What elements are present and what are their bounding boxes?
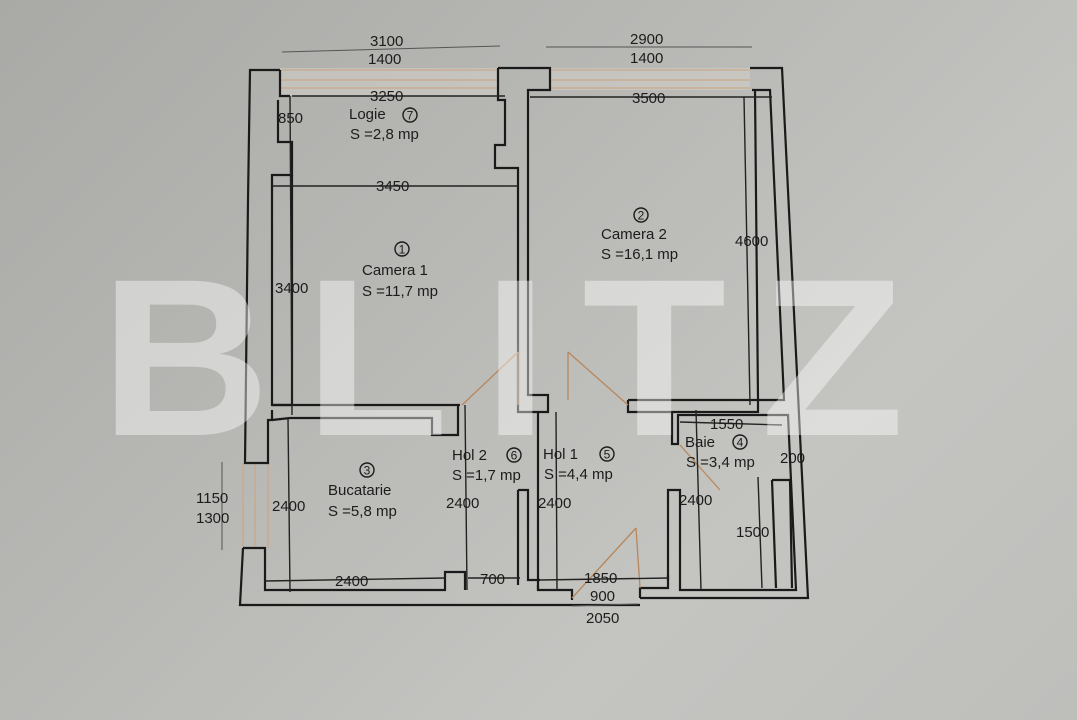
dim-entry-total: 2050	[586, 610, 619, 627]
room-number: 4	[737, 436, 744, 450]
dim-camera1-width: 3450	[376, 178, 409, 195]
room-area: S =4,4 mp	[544, 466, 613, 483]
room-number-circle	[402, 107, 418, 123]
logie-window-left	[280, 68, 498, 96]
room-area: S =2,8 mp	[350, 126, 419, 143]
room-name: Logie	[349, 106, 386, 123]
room-number: 7	[407, 109, 414, 123]
dim-kitchen-window-2: 1300	[196, 510, 229, 527]
room-name: Hol 1	[543, 446, 578, 463]
dim-camera2-width: 3500	[632, 90, 665, 107]
room-area: S =3,4 mp	[686, 454, 755, 471]
room-hol-2: Hol 2 6 S =1,7 mp	[452, 447, 522, 484]
room-number: 2	[638, 209, 645, 223]
walls	[238, 66, 810, 607]
room-area: S =11,7 mp	[362, 283, 438, 300]
dim-baie-inner: 1500	[736, 524, 769, 541]
dim-top-right-window: 1400	[630, 50, 663, 67]
dim-logie-width: 3250	[370, 88, 403, 105]
dim-logie-depth: 850	[278, 110, 303, 127]
dim-kitchen-window-1: 1150	[196, 490, 228, 507]
room-number: 3	[364, 464, 371, 478]
room-number: 1	[399, 243, 406, 257]
room-hol-1: Hol 1 5 S =4,4 mp	[543, 446, 615, 483]
dim-hol1-depth: 2400	[538, 495, 571, 512]
dimension-lines	[221, 45, 783, 607]
dim-camera1-depth: 3400	[275, 280, 308, 297]
dim-kitchen-width: 2400	[335, 573, 368, 590]
dim-hol2-depth: 2400	[446, 495, 479, 512]
room-number-circle	[506, 447, 522, 463]
room-number-circle	[599, 446, 615, 462]
dim-top-left-window: 1400	[368, 51, 401, 68]
dim-baie-shaft: 200	[780, 450, 805, 467]
room-name: Bucatarie	[328, 482, 391, 499]
dim-hol1-width: 1850	[584, 570, 617, 587]
room-name: Camera 1	[362, 262, 428, 279]
dim-baie-width: 1550	[710, 416, 743, 433]
room-number: 5	[604, 448, 611, 462]
dim-top-left-outer: 3100	[370, 33, 403, 50]
room-area: S =5,8 mp	[328, 503, 397, 520]
dimension-labels: 3100 1400 3250 850 3450 3400 2900 1400 3…	[196, 31, 805, 627]
dim-camera2-depth: 4600	[735, 233, 768, 250]
room-area: S =16,1 mp	[601, 246, 678, 263]
room-number-circle	[732, 434, 748, 450]
room-bucatarie: 3 Bucatarie S =5,8 mp	[328, 462, 397, 520]
dim-kitchen-depth: 2400	[272, 498, 305, 515]
room-number-circle	[633, 207, 649, 223]
room-name: Camera 2	[601, 226, 667, 243]
room-camera-1: 1 Camera 1 S =11,7 mp	[362, 241, 438, 300]
room-area: S =1,7 mp	[452, 467, 521, 484]
dim-entry-door: 900	[590, 588, 615, 605]
room-camera-2: 2 Camera 2 S =16,1 mp	[601, 207, 678, 263]
room-baie: Baie 4 S =3,4 mp	[685, 434, 755, 471]
room-number-circle	[394, 241, 410, 257]
room-number: 6	[511, 449, 518, 463]
dim-top-right-outer: 2900	[630, 31, 663, 48]
kitchen-window	[242, 463, 269, 548]
room-logie: Logie 7 S =2,8 mp	[349, 106, 419, 143]
dim-baie-depth: 2400	[679, 492, 712, 509]
room-number-circle	[359, 462, 375, 478]
room-name: Baie	[685, 434, 715, 451]
logie-window-right	[550, 68, 750, 90]
room-name: Hol 2	[452, 447, 487, 464]
dim-hol2-width: 700	[480, 571, 505, 588]
